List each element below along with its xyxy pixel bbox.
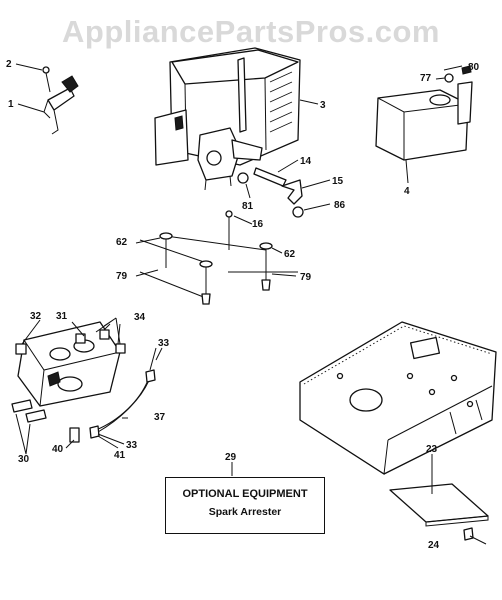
callout-1: 1 [8,99,14,110]
callout-33-bottom: 33 [126,440,138,451]
callout-14: 14 [300,156,312,167]
callout-23: 23 [426,444,438,455]
callout-81: 81 [242,201,254,212]
callout-29: 29 [225,452,237,463]
callout-4: 4 [404,186,410,197]
callout-62-right: 62 [284,249,296,260]
callout-41: 41 [114,450,126,461]
callout-37: 37 [154,412,166,423]
engine [154,47,301,191]
throttle-control [42,66,79,135]
callout-79-right: 79 [300,272,312,283]
callout-34: 34 [134,312,146,323]
muffler-assembly [11,321,126,443]
watermark: AppliancePartsPros.com [62,14,440,49]
optional-equipment-box: OPTIONAL EQUIPMENT Spark Arrester [165,477,325,534]
callout-labels: 2 1 3 4 14 15 16 81 86 62 62 79 79 80 77… [6,59,480,551]
callout-79-left: 79 [116,271,128,282]
leader-lines [15,63,487,545]
callout-2: 2 [6,59,12,70]
callout-80: 80 [468,62,480,73]
callout-77: 77 [420,73,432,84]
callout-3: 3 [320,100,326,111]
spark-arrester-label: Spark Arrester [208,506,282,518]
optional-equipment-title: OPTIONAL EQUIPMENT [182,488,308,500]
heat-shield-plate [389,483,489,541]
engine-mounting-plate [299,321,497,475]
fuel-tank [375,65,473,161]
callout-86: 86 [334,200,346,211]
callout-24: 24 [428,540,440,551]
engine-mounting-hardware [139,232,298,305]
callout-33-top: 33 [158,338,170,349]
callout-30: 30 [18,454,30,465]
callout-16: 16 [252,219,264,230]
callout-31: 31 [56,311,68,322]
fuel-tube [89,347,157,439]
callout-15: 15 [332,176,344,187]
fuel-line-assembly [225,167,304,250]
callout-40: 40 [52,444,64,455]
callout-62-left: 62 [116,237,128,248]
callout-32: 32 [30,311,42,322]
